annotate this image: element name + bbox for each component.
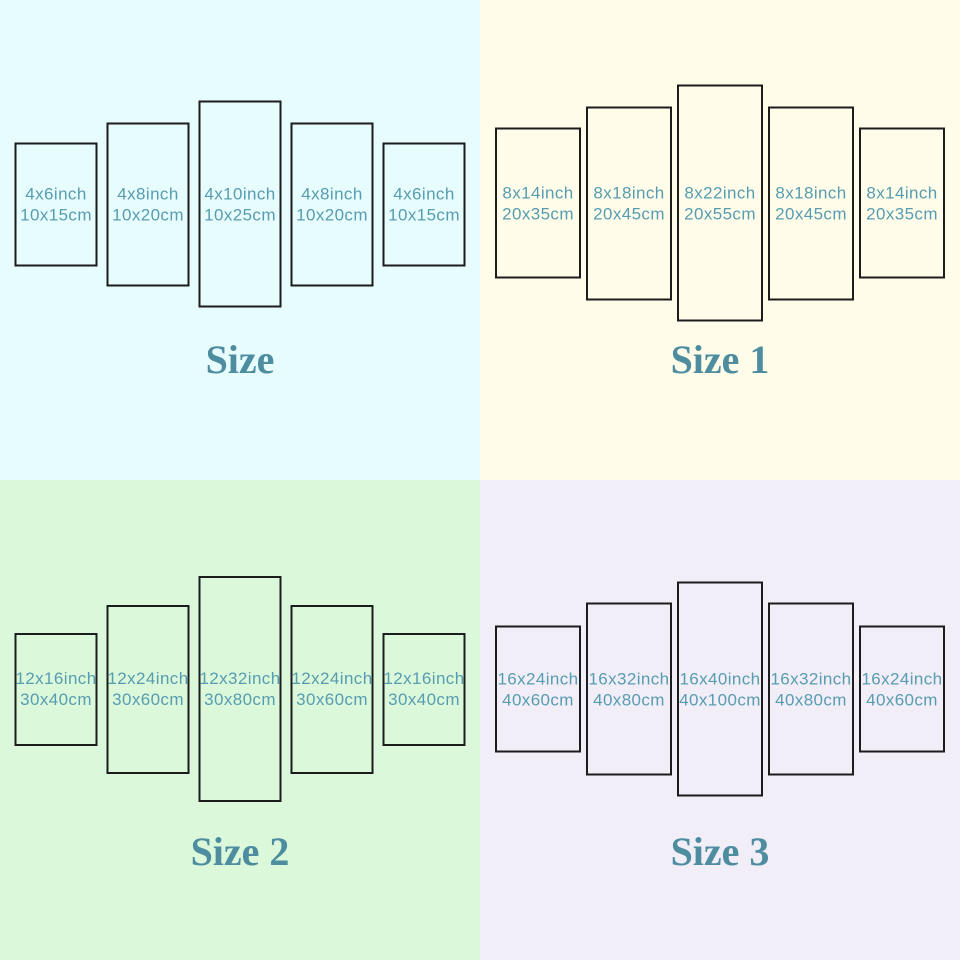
quadrant-size-3: 16x24inch 40x60cm 16x32inch 40x80cm 16x4…	[480, 480, 960, 960]
panel-size-label: 4x6inch 10x15cm	[388, 183, 460, 225]
panel-row: 8x14inch 20x35cm 8x18inch 20x45cm 8x22in…	[495, 84, 945, 322]
panel-size-inch: 12x16inch	[15, 669, 97, 688]
panel-size-label: 8x18inch 20x45cm	[775, 182, 847, 224]
panel-size-label: 16x32inch 40x80cm	[770, 668, 851, 710]
canvas-panel: 16x24inch 40x60cm	[859, 625, 945, 753]
panel-size-label: 8x14inch 20x35cm	[502, 182, 574, 224]
quadrant-size-2: 12x16inch 30x40cm 12x24inch 30x60cm 12x3…	[0, 480, 480, 960]
panel-size-cm: 40x80cm	[775, 690, 847, 709]
panel-size-label: 16x24inch 40x60cm	[497, 668, 578, 710]
panel-size-cm: 30x40cm	[388, 690, 460, 709]
canvas-panel: 8x18inch 20x45cm	[586, 106, 672, 300]
quadrant-title: Size 2	[190, 829, 290, 874]
panel-row: 16x24inch 40x60cm 16x32inch 40x80cm 16x4…	[495, 581, 945, 797]
quadrant-size-1: 8x14inch 20x35cm 8x18inch 20x45cm 8x22in…	[480, 0, 960, 480]
panel-size-label: 16x32inch 40x80cm	[588, 668, 669, 710]
panel-size-cm: 20x35cm	[866, 204, 938, 223]
panel-size-cm: 10x20cm	[296, 205, 368, 224]
panel-size-cm: 20x35cm	[502, 204, 574, 223]
panel-size-inch: 16x40inch	[679, 669, 761, 688]
panel-size-cm: 40x100cm	[679, 690, 761, 709]
panel-size-cm: 30x80cm	[204, 690, 276, 709]
canvas-panel: 12x16inch 30x40cm	[14, 632, 98, 746]
panel-size-cm: 40x80cm	[593, 690, 665, 709]
panel-size-label: 4x8inch 10x20cm	[112, 183, 184, 225]
panel-size-label: 12x24inch 30x60cm	[291, 668, 372, 710]
canvas-panel: 8x18inch 20x45cm	[768, 106, 854, 300]
panel-size-label: 16x24inch 40x60cm	[861, 668, 942, 710]
canvas-panel: 8x22inch 20x55cm	[677, 84, 763, 322]
panel-size-inch: 16x32inch	[770, 669, 852, 688]
panel-size-label: 4x6inch 10x15cm	[20, 183, 92, 225]
panel-size-label: 8x22inch 20x55cm	[684, 182, 756, 224]
canvas-panel: 4x10inch 10x25cm	[198, 100, 282, 308]
canvas-panel: 16x24inch 40x60cm	[495, 625, 581, 753]
quadrant-title: Size 3	[670, 829, 770, 874]
panel-size-label: 12x32inch 30x80cm	[199, 668, 280, 710]
panel-size-label: 12x16inch 30x40cm	[15, 668, 96, 710]
panel-size-inch: 4x6inch	[393, 184, 455, 203]
canvas-panel: 8x14inch 20x35cm	[859, 127, 945, 279]
panel-size-label: 12x24inch 30x60cm	[107, 668, 188, 710]
panel-size-inch: 16x24inch	[497, 669, 579, 688]
panel-size-cm: 40x60cm	[502, 690, 574, 709]
canvas-panel: 16x40inch 40x100cm	[677, 581, 763, 797]
canvas-panel: 4x6inch 10x15cm	[382, 142, 466, 266]
panel-size-inch: 12x24inch	[291, 669, 373, 688]
panel-size-cm: 40x60cm	[866, 690, 938, 709]
panel-size-inch: 12x24inch	[107, 669, 189, 688]
panel-size-inch: 4x10inch	[204, 184, 276, 203]
panel-size-label: 12x16inch 30x40cm	[383, 668, 464, 710]
panel-size-label: 16x40inch 40x100cm	[679, 668, 761, 710]
panel-size-inch: 4x6inch	[25, 184, 87, 203]
panel-size-inch: 16x24inch	[861, 669, 943, 688]
panel-size-cm: 10x25cm	[204, 205, 276, 224]
panel-size-label: 4x10inch 10x25cm	[204, 183, 276, 225]
canvas-panel: 16x32inch 40x80cm	[586, 602, 672, 776]
panel-size-inch: 8x14inch	[866, 183, 938, 202]
quadrant-title: Size 1	[670, 337, 770, 382]
panel-size-cm: 10x20cm	[112, 205, 184, 224]
panel-size-inch: 4x8inch	[117, 184, 179, 203]
panel-size-inch: 12x16inch	[383, 669, 465, 688]
canvas-panel: 12x16inch 30x40cm	[382, 632, 466, 746]
canvas-panel: 12x32inch 30x80cm	[198, 576, 282, 802]
quadrant-title: Size	[205, 337, 275, 382]
panel-size-inch: 12x32inch	[199, 669, 281, 688]
quadrant-size: 4x6inch 10x15cm 4x8inch 10x20cm 4x10inch…	[0, 0, 480, 480]
canvas-panel: 4x6inch 10x15cm	[14, 142, 98, 266]
panel-size-cm: 30x60cm	[112, 690, 184, 709]
canvas-panel: 4x8inch 10x20cm	[106, 122, 190, 286]
panel-size-cm: 30x40cm	[20, 690, 92, 709]
canvas-panel: 8x14inch 20x35cm	[495, 127, 581, 279]
panel-size-cm: 10x15cm	[388, 205, 460, 224]
panel-size-cm: 30x60cm	[296, 690, 368, 709]
panel-row: 12x16inch 30x40cm 12x24inch 30x60cm 12x3…	[14, 576, 466, 802]
panel-size-cm: 10x15cm	[20, 205, 92, 224]
canvas-panel: 12x24inch 30x60cm	[106, 604, 190, 774]
panel-size-cm: 20x55cm	[684, 204, 756, 223]
panel-row: 4x6inch 10x15cm 4x8inch 10x20cm 4x10inch…	[14, 100, 466, 308]
panel-size-cm: 20x45cm	[775, 204, 847, 223]
panel-size-cm: 20x45cm	[593, 204, 665, 223]
panel-size-inch: 8x14inch	[502, 183, 574, 202]
panel-size-inch: 16x32inch	[588, 669, 670, 688]
canvas-panel: 16x32inch 40x80cm	[768, 602, 854, 776]
canvas-panel: 4x8inch 10x20cm	[290, 122, 374, 286]
panel-size-label: 8x18inch 20x45cm	[593, 182, 665, 224]
panel-size-label: 8x14inch 20x35cm	[866, 182, 938, 224]
panel-size-inch: 4x8inch	[301, 184, 363, 203]
panel-size-label: 4x8inch 10x20cm	[296, 183, 368, 225]
panel-size-inch: 8x22inch	[684, 183, 756, 202]
canvas-panel: 12x24inch 30x60cm	[290, 604, 374, 774]
panel-size-inch: 8x18inch	[593, 183, 665, 202]
panel-size-inch: 8x18inch	[775, 183, 847, 202]
